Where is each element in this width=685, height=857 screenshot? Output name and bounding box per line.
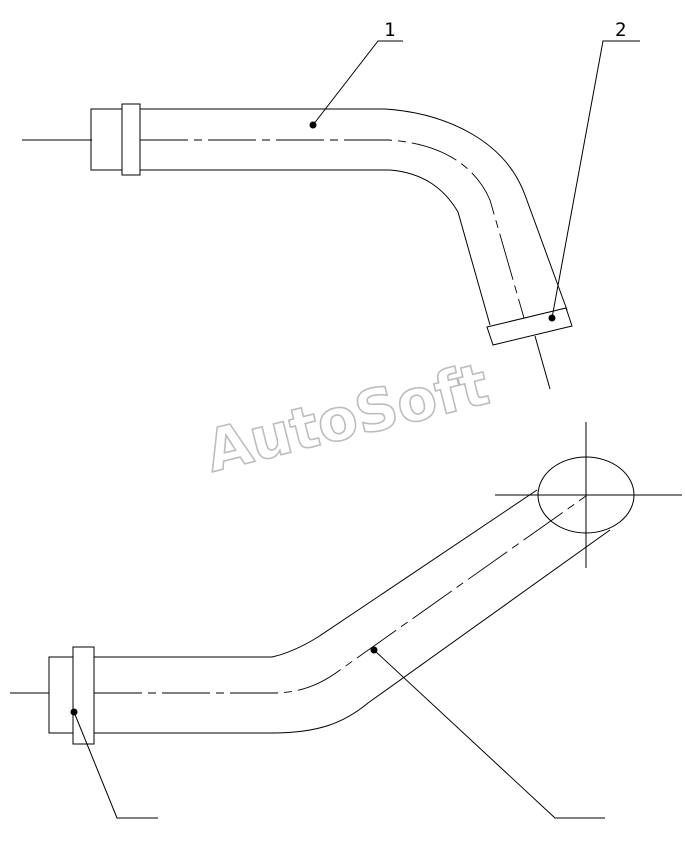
upper-pipe [22,103,573,390]
lower-pipe-lower-wall [94,529,611,734]
callout-1: 1 [312,19,403,126]
lower-pipe-centerline [94,495,587,694]
lower-pipe [10,422,682,819]
callout-2-leader [551,40,640,319]
upper-pipe-inner-wall [140,169,491,326]
callout-2: 2 [551,19,640,319]
lower-callout-leader-bend [373,649,605,819]
lower-pipe-upper-wall [94,489,538,658]
lower-pipe-end-stub [48,656,74,734]
lower-callout-leader-flange [73,711,158,819]
callout-1-label: 1 [384,19,395,41]
callout-2-label: 2 [615,19,626,41]
upper-pipe-clamp [486,307,573,346]
upper-clamp-axis [534,335,551,390]
watermark: AutoSoft [199,350,495,486]
callout-1-leader [312,40,403,126]
upper-pipe-centerline [140,139,525,319]
upper-pipe-end-stub [90,108,123,171]
upper-flange [121,103,141,176]
lower-flange [72,646,95,745]
upper-pipe-outer-wall [140,108,568,311]
